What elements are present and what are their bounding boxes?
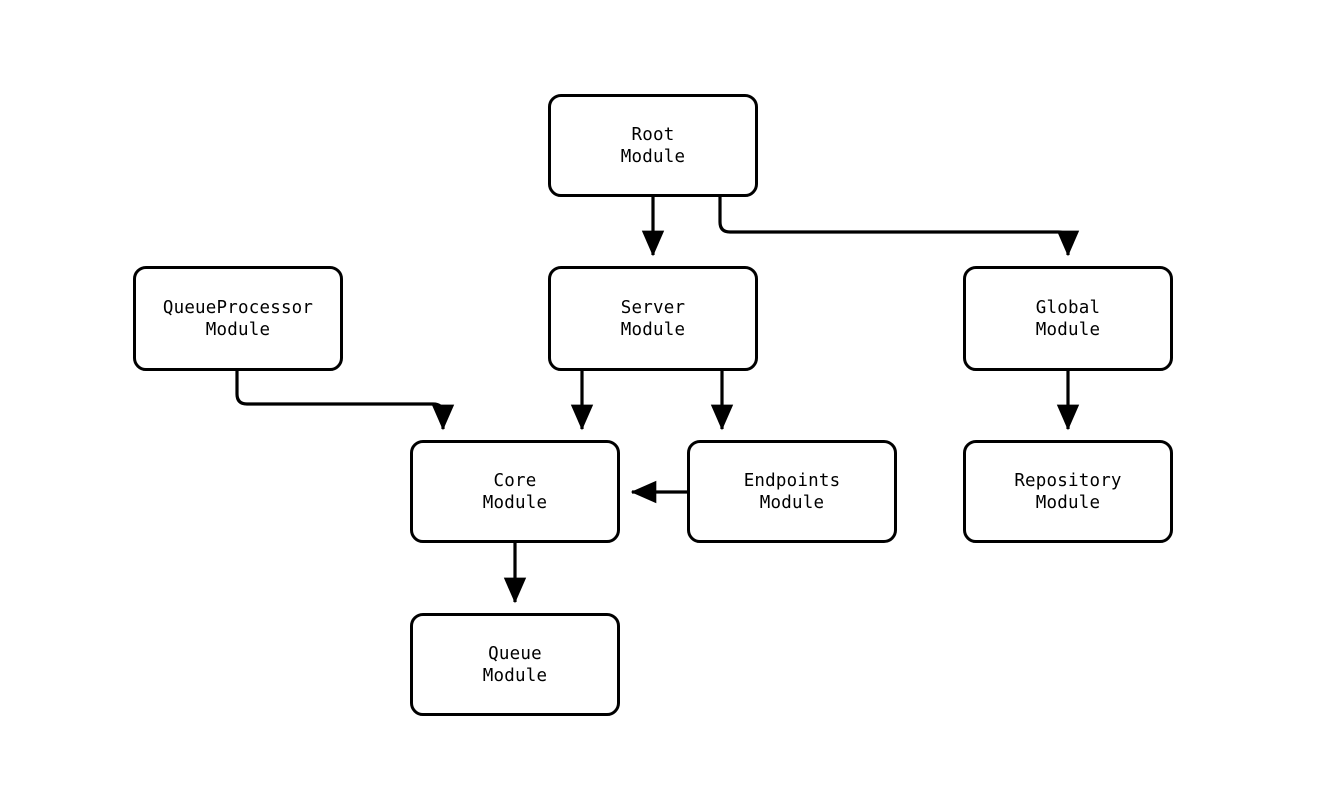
node-queue-module-label: Queue Module [482,643,548,686]
node-repository-module[interactable]: Repository Module [963,440,1173,543]
node-core-module[interactable]: Core Module [410,440,620,543]
node-queueprocessor-module[interactable]: QueueProcessor Module [133,266,343,371]
node-root-module-label: Root Module [620,124,686,167]
node-server-module-label: Server Module [620,297,686,340]
node-repository-module-label: Repository Module [1014,470,1122,513]
node-endpoints-module[interactable]: Endpoints Module [687,440,897,543]
node-global-module-label: Global Module [1035,297,1101,340]
node-root-module[interactable]: Root Module [548,94,758,197]
node-server-module[interactable]: Server Module [548,266,758,371]
node-queueprocessor-module-label: QueueProcessor Module [162,297,314,340]
node-endpoints-module-label: Endpoints Module [743,470,841,513]
node-queue-module[interactable]: Queue Module [410,613,620,716]
node-global-module[interactable]: Global Module [963,266,1173,371]
node-core-module-label: Core Module [482,470,548,513]
